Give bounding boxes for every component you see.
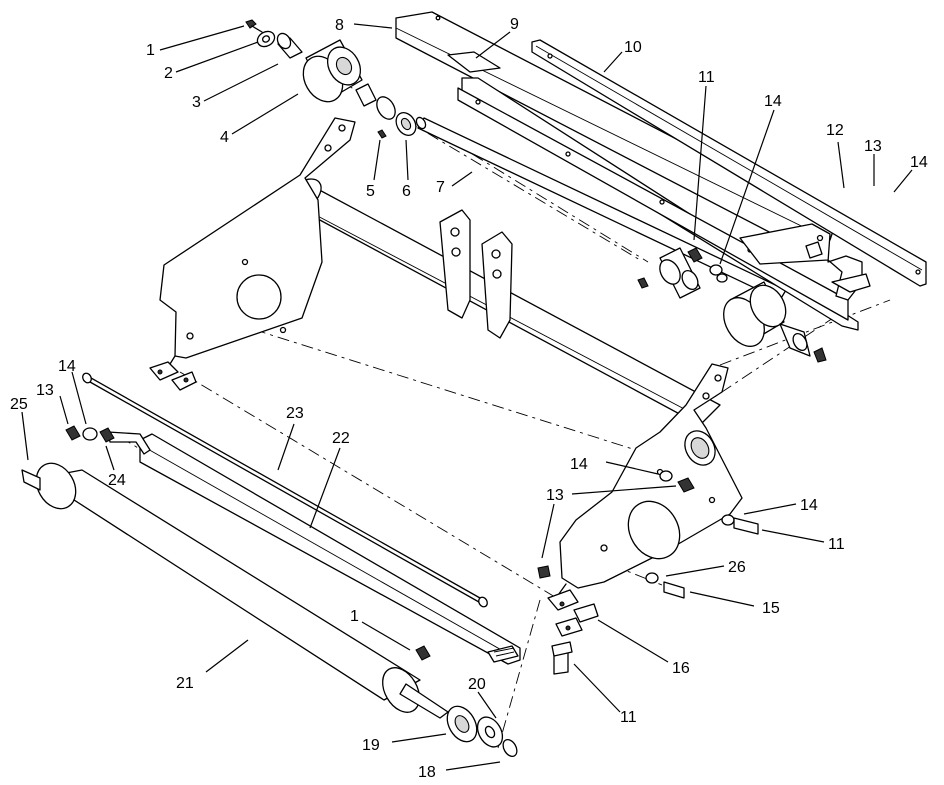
callout-1-bottom: 1 [350,608,359,625]
rod-23 [82,372,488,608]
callout-14-mid: 14 [570,456,588,473]
callout-14-top-right: 14 [910,154,928,171]
callout-13-left: 13 [36,382,54,399]
right-side-hardware [537,470,759,675]
callout-10: 10 [624,39,642,56]
callout-6: 6 [402,183,411,200]
left-side-plate [149,117,356,391]
callout-11-right: 11 [828,536,845,553]
callout-12: 12 [826,122,844,139]
callout-5: 5 [366,183,375,200]
callout-22: 22 [332,430,350,447]
height-adjust-plates [439,209,513,339]
callout-14-top: 14 [764,93,782,110]
callout-20: 20 [468,676,486,693]
callout-1: 1 [146,42,155,59]
leader-lines [21,23,913,771]
callout-8: 8 [335,17,344,34]
channel-bar-8 [395,11,859,331]
roller-left-parts [245,19,417,139]
callout-24: 24 [108,472,126,489]
callout-13-top: 13 [864,138,882,155]
callout-14-right: 14 [800,497,818,514]
callout-11-bottom: 11 [620,709,637,726]
callout-19: 19 [362,737,380,754]
front-roller-bearing-parts [446,705,518,758]
angle-bar-22 [139,433,521,665]
right-mount-bracket [739,223,871,301]
callout-18: 18 [418,764,436,781]
rod-end-hardware [65,425,151,455]
callout-7: 7 [436,179,445,196]
callout-26: 26 [728,559,746,576]
callout-3: 3 [192,94,201,111]
callout-23: 23 [286,405,304,422]
callout-11-top: 11 [698,69,715,86]
roller-right-parts [637,247,827,363]
callout-14-left: 14 [58,358,76,375]
callout-4: 4 [220,129,229,146]
callout-labels: 1 2 3 4 5 6 7 8 9 10 11 14 12 13 14 14 1… [10,16,928,781]
callout-13-mid: 13 [546,487,564,504]
callout-21: 21 [176,675,194,692]
callout-2: 2 [164,65,173,82]
callout-16: 16 [672,660,690,677]
front-roller-21 [21,462,449,719]
callout-25: 25 [10,396,28,413]
callout-15: 15 [762,600,780,617]
callout-9: 9 [510,16,519,33]
bar-10 [531,39,927,287]
right-side-plate [547,363,743,637]
